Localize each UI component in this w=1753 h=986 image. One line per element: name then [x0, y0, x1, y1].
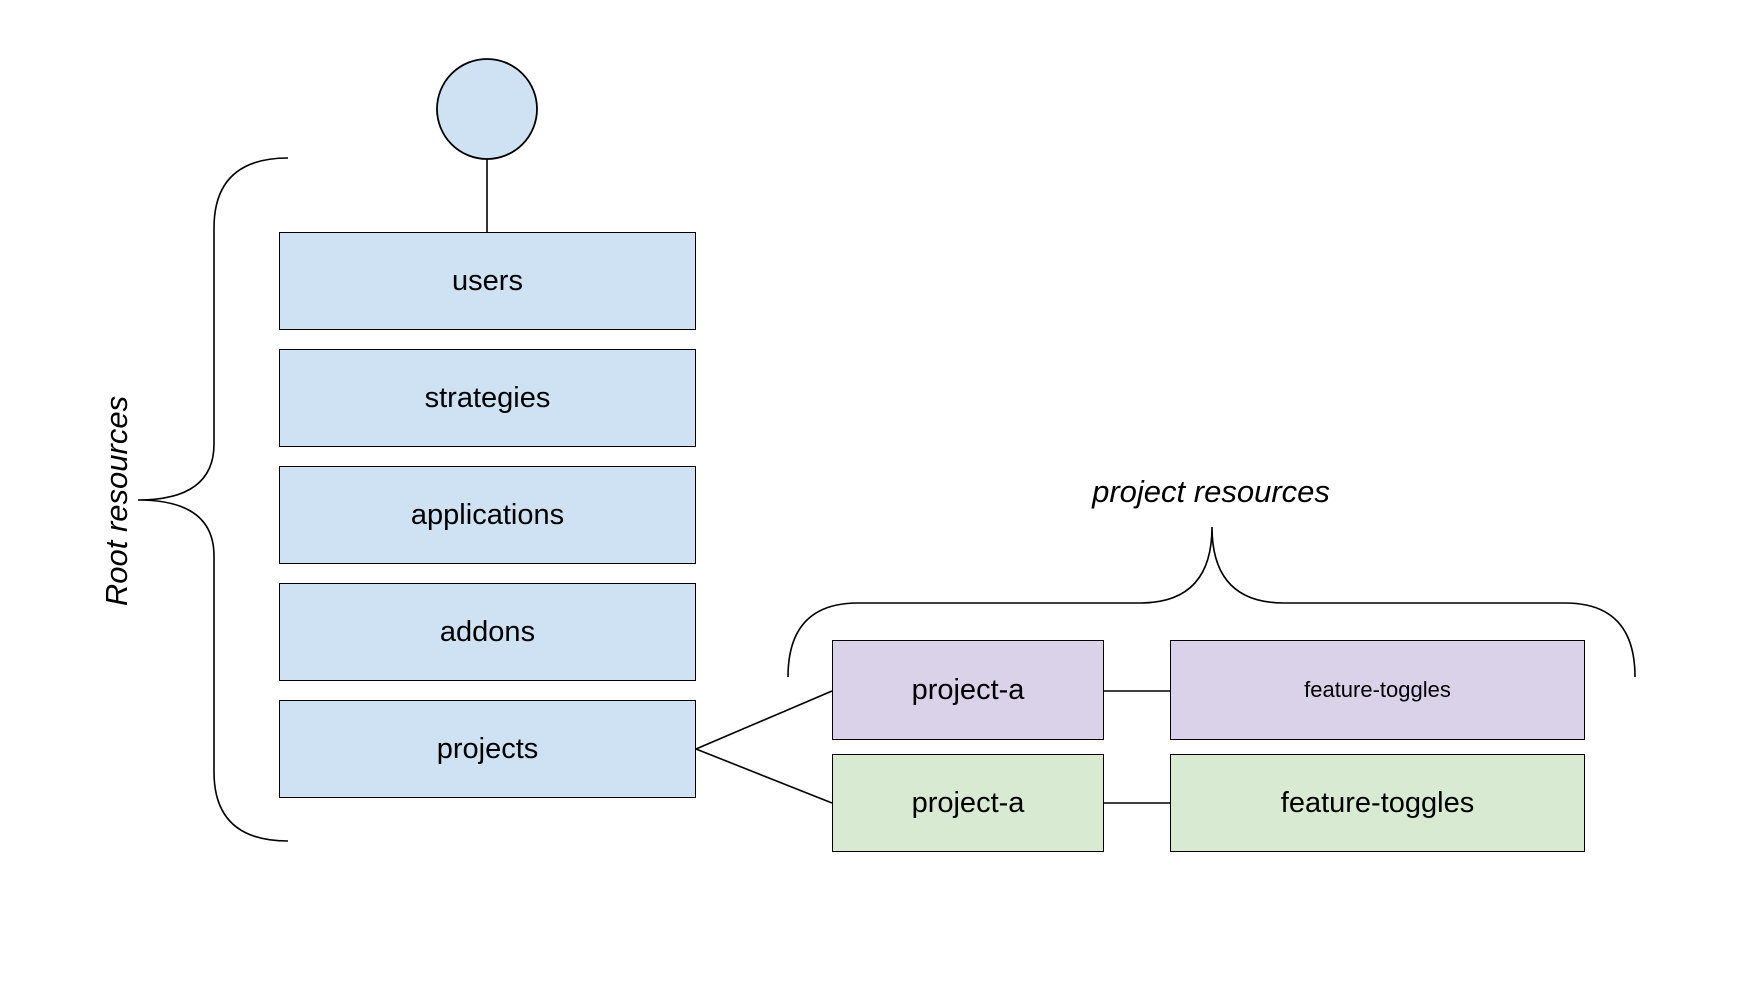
edge-projects-to-project-a-row1 [695, 690, 833, 750]
edge-projects-to-project-a-row2 [695, 748, 833, 804]
root-resources-label: Root resources [99, 395, 134, 607]
feature-toggles-box-row1: feature-toggles [1170, 640, 1585, 740]
root-resource-box-users: users [279, 232, 696, 330]
project-resources-label: project resources [1092, 474, 1330, 509]
project-resources-brace [787, 526, 1636, 678]
root-resources-brace [137, 157, 289, 842]
project-a-box-row2: project-a [832, 754, 1104, 852]
root-resource-box-projects: projects [279, 700, 696, 798]
project-a-box-row1: project-a [832, 640, 1104, 740]
root-node-circle [436, 58, 538, 160]
root-resource-box-strategies: strategies [279, 349, 696, 447]
feature-toggles-box-row2: feature-toggles [1170, 754, 1585, 852]
root-resource-box-addons: addons [279, 583, 696, 681]
root-resource-box-applications: applications [279, 466, 696, 564]
